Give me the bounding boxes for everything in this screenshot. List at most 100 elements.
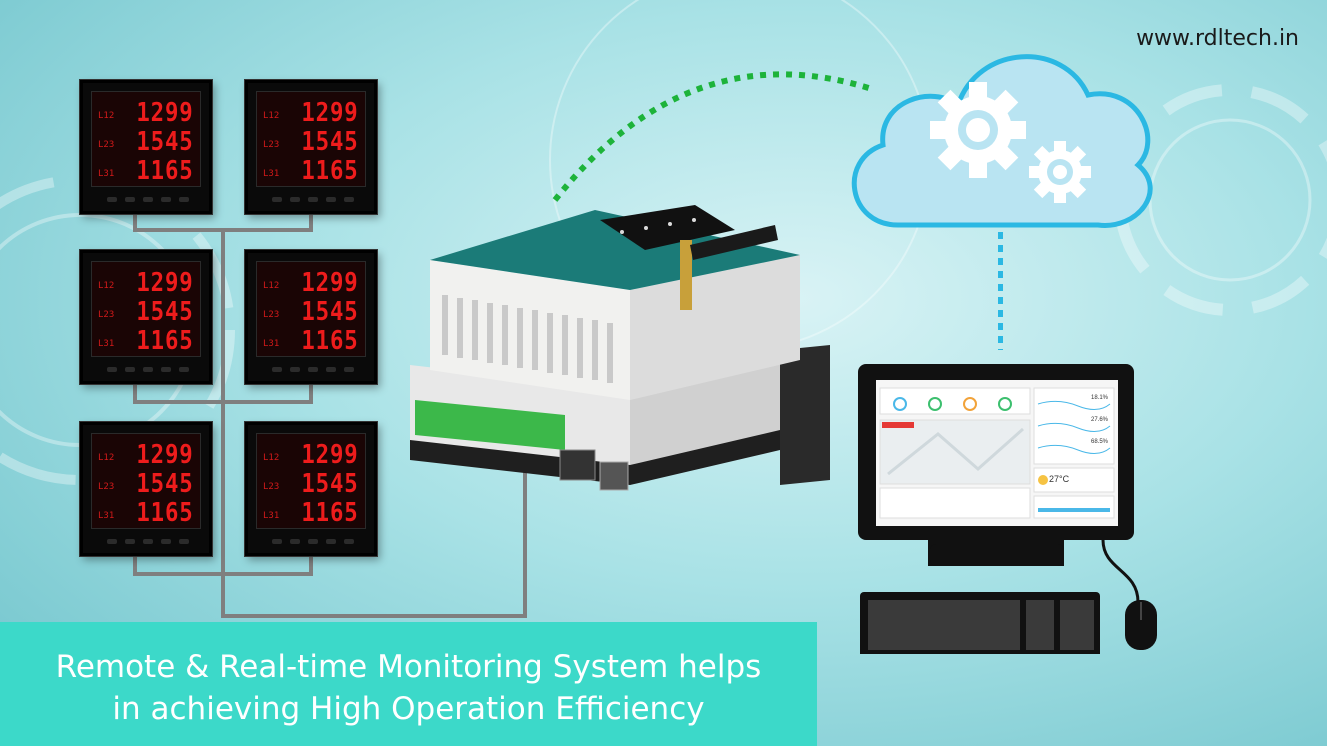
meter-value: 1165 xyxy=(136,156,194,186)
meter-display: L12 1299 L23 1545 L31 1165 xyxy=(91,433,201,529)
meter-value: 1545 xyxy=(301,469,359,499)
website-url[interactable]: www.rdltech.in xyxy=(1136,26,1299,51)
meter-row: L23 1545 xyxy=(98,127,196,157)
caption-line-1: Remote & Real-time Monitoring System hel… xyxy=(55,649,762,685)
meter-value: 1299 xyxy=(301,440,359,470)
meter-display: L12 1299 L23 1545 L31 1165 xyxy=(91,261,201,357)
meter-label: L31 xyxy=(263,511,280,521)
meter-row: L12 1299 xyxy=(98,440,196,470)
wire xyxy=(309,205,313,230)
meter-value: 1165 xyxy=(136,498,194,528)
gear-icon xyxy=(930,82,1026,178)
wire xyxy=(133,549,137,574)
meter-row: L12 1299 xyxy=(263,268,361,298)
meter-display: L12 1299 L23 1545 L31 1165 xyxy=(256,261,366,357)
dashboard-temperature: 27°C xyxy=(1049,474,1070,484)
meter-row: L31 1165 xyxy=(263,326,361,356)
meter-row: L31 1165 xyxy=(263,156,361,186)
meter-label: L12 xyxy=(263,281,280,291)
caption-line-2: in achieving High Operation Efficiency xyxy=(112,691,705,727)
meter-label: L23 xyxy=(98,482,115,492)
meter-display: L12 1299 L23 1545 L31 1165 xyxy=(91,91,201,187)
wire xyxy=(133,572,313,576)
meter-value: 1545 xyxy=(136,297,194,327)
power-meter: L12 1299 L23 1545 L31 1165 xyxy=(245,422,377,556)
wire xyxy=(523,440,527,618)
gear-icon xyxy=(1029,141,1091,203)
meter-display: L12 1299 L23 1545 L31 1165 xyxy=(256,91,366,187)
meter-row: L31 1165 xyxy=(263,498,361,528)
meter-row: L23 1545 xyxy=(98,297,196,327)
meter-value: 1299 xyxy=(136,440,194,470)
dashboard-kpi: 27.6% xyxy=(1091,417,1109,423)
meter-row: L12 1299 xyxy=(98,98,196,128)
data-logger-device xyxy=(410,205,830,491)
power-meter: L12 1299 L23 1545 L31 1165 xyxy=(80,422,212,556)
power-meter: L12 1299 L23 1545 L31 1165 xyxy=(80,80,212,214)
meter-label: L23 xyxy=(263,310,280,320)
meter-label: L23 xyxy=(98,140,115,150)
meter-label: L31 xyxy=(263,339,280,349)
wire xyxy=(309,549,313,574)
meter-row: L31 1165 xyxy=(98,156,196,186)
meter-label: L23 xyxy=(263,482,280,492)
meter-row: L23 1545 xyxy=(263,469,361,499)
meter-buttons xyxy=(272,367,354,372)
meter-row: L12 1299 xyxy=(263,98,361,128)
meter-label: L12 xyxy=(98,281,115,291)
meter-label: L23 xyxy=(263,140,280,150)
meter-label: L31 xyxy=(98,511,115,521)
meter-value: 1545 xyxy=(136,469,194,499)
meter-value: 1165 xyxy=(301,498,359,528)
meter-label: L31 xyxy=(98,339,115,349)
cloud-icon xyxy=(851,54,1153,228)
meter-buttons xyxy=(107,197,189,202)
wire xyxy=(133,400,313,404)
meter-value: 1299 xyxy=(136,98,194,128)
meter-buttons xyxy=(107,367,189,372)
meter-label: L12 xyxy=(98,111,115,121)
meter-label: L23 xyxy=(98,310,115,320)
meter-buttons xyxy=(272,197,354,202)
wire xyxy=(133,205,137,230)
meter-value: 1165 xyxy=(301,326,359,356)
meter-value: 1299 xyxy=(301,268,359,298)
meter-buttons xyxy=(272,539,354,544)
meter-row: L31 1165 xyxy=(98,498,196,528)
meter-label: L31 xyxy=(263,169,280,179)
meter-row: L12 1299 xyxy=(98,268,196,298)
cloud-link xyxy=(998,232,1003,350)
meter-row: L12 1299 xyxy=(263,440,361,470)
wire xyxy=(221,228,225,618)
mouse-icon xyxy=(1101,540,1157,650)
caption-banner xyxy=(0,622,817,746)
meter-value: 1165 xyxy=(301,156,359,186)
caption-text: Remote & Real-time Monitoring System hel… xyxy=(0,646,817,730)
wire xyxy=(221,614,527,618)
meter-row: L31 1165 xyxy=(98,326,196,356)
power-meter: L12 1299 L23 1545 L31 1165 xyxy=(245,80,377,214)
meter-label: L12 xyxy=(98,453,115,463)
meter-label: L12 xyxy=(263,111,280,121)
dashboard-kpi: 18.1% xyxy=(1091,395,1109,401)
power-meter: L12 1299 L23 1545 L31 1165 xyxy=(245,250,377,384)
wire xyxy=(309,377,313,402)
meter-value: 1545 xyxy=(136,127,194,157)
meter-value: 1545 xyxy=(301,127,359,157)
wire xyxy=(133,377,137,402)
wireless-link xyxy=(552,71,876,202)
meter-label: L31 xyxy=(98,169,115,179)
power-meter: L12 1299 L23 1545 L31 1165 xyxy=(80,250,212,384)
meter-value: 1545 xyxy=(301,297,359,327)
meter-row: L23 1545 xyxy=(263,297,361,327)
meter-display: L12 1299 L23 1545 L31 1165 xyxy=(256,433,366,529)
meter-row: L23 1545 xyxy=(263,127,361,157)
meter-label: L12 xyxy=(263,453,280,463)
computer-monitor xyxy=(858,364,1134,654)
meter-value: 1165 xyxy=(136,326,194,356)
meter-row: L23 1545 xyxy=(98,469,196,499)
dashboard-kpi: 68.5% xyxy=(1091,439,1109,445)
meter-value: 1299 xyxy=(301,98,359,128)
meter-value: 1299 xyxy=(136,268,194,298)
meter-buttons xyxy=(107,539,189,544)
